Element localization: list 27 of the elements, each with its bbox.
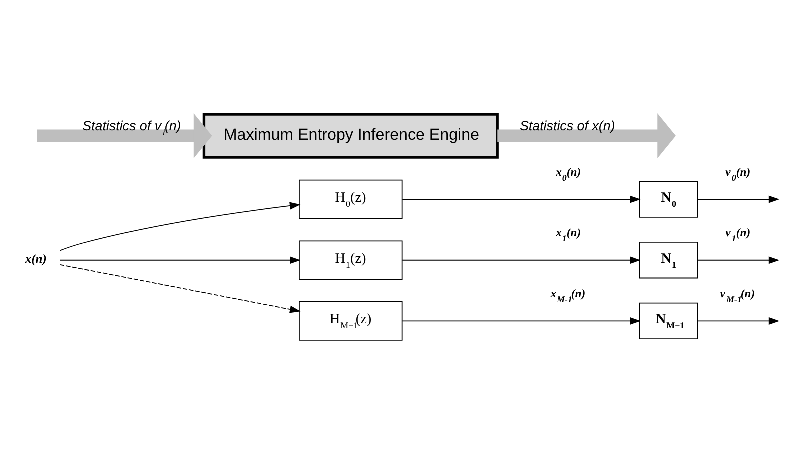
- node-box: H$_{0}$(z): [299, 180, 403, 220]
- arrow: [60, 202, 301, 252]
- edge-label: v$_{1}$(n): [726, 226, 751, 244]
- arrow: [698, 196, 780, 204]
- arrow: [37, 114, 212, 159]
- node-box: N$_{M−1}$: [639, 302, 698, 340]
- node-box: H$_{M−1}$(z): [299, 302, 403, 341]
- node-text: x(n): [25, 252, 47, 266]
- node-box: Maximum Entropy Inference Engine: [202, 113, 499, 159]
- edge-label: Statistics of x(n): [520, 118, 616, 134]
- node-box: N$_{0}$: [639, 181, 698, 218]
- edge-label: x$_{0}$(n): [556, 166, 582, 183]
- node-box: H$_{1}$(z): [299, 240, 403, 280]
- node-box: N$_{1}$: [639, 242, 698, 279]
- arrow: [60, 256, 301, 264]
- edge-label: v$_{M-1}$(n): [720, 287, 756, 304]
- arrow: [402, 256, 641, 264]
- edge-label: Statistics of v$_{i}$(n): [82, 118, 182, 138]
- arrow: [402, 317, 641, 325]
- arrow: [60, 264, 301, 314]
- arrow: [698, 317, 780, 325]
- edge-label: x$_{1}$(n): [556, 226, 582, 244]
- edge-label: v$_{0}$(n): [726, 166, 751, 183]
- edge-label: x$_{M-1}$(n): [550, 287, 586, 304]
- arrow: [698, 256, 780, 264]
- arrow: [498, 114, 676, 159]
- arrow: [402, 196, 641, 204]
